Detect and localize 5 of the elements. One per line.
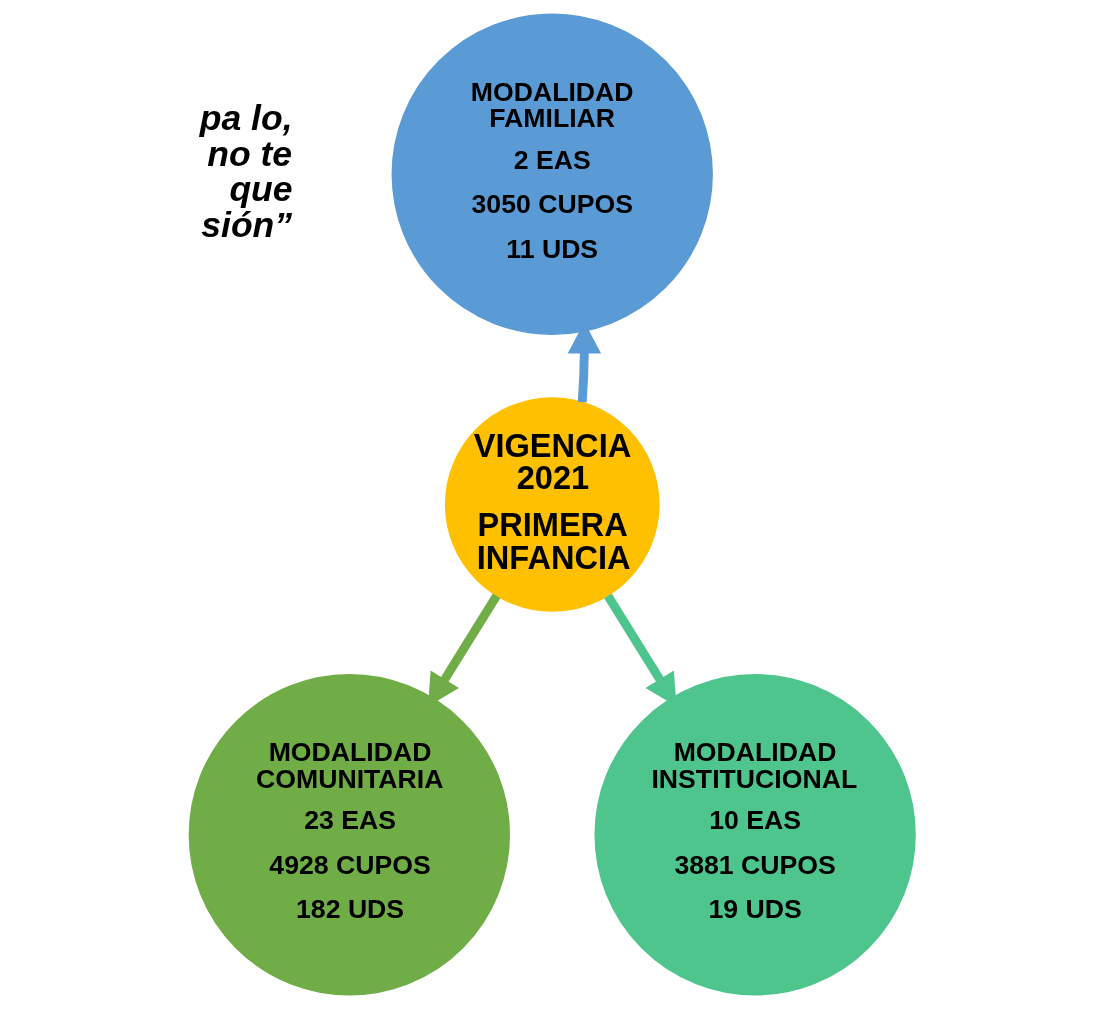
label: pa lo, no te que sión” [199,98,293,245]
node-circle: MODALIDAD COMUNITARIA 23 EAS 4928 CUPOS 182 UDS [188,674,510,996]
node-circle: MODALIDAD FAMILIAR 2 EAS 3050 CUPOS 11 UDS [391,13,713,335]
node-circle: MODALIDAD INSTITUCIONAL 10 EAS 3881 CUPOS 19 UDS [593,674,916,996]
node-circle: VIGENCIA 2021 PRIMERA INFANCIA [444,397,660,612]
